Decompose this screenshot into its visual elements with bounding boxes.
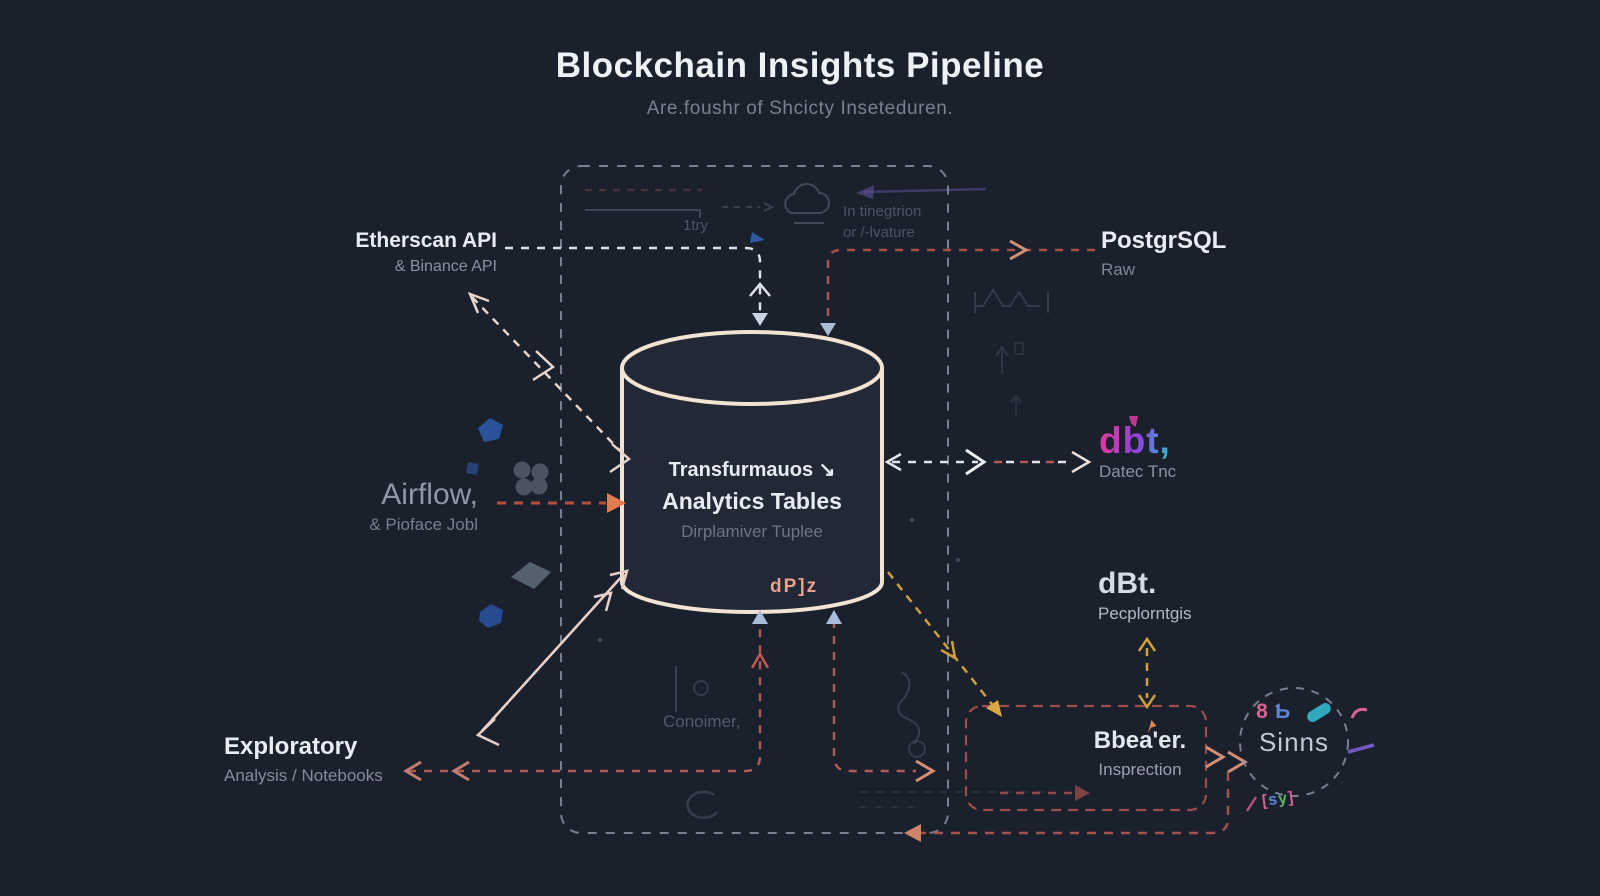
header: Blockchain Insights Pipeline Are.foushr … bbox=[0, 46, 1600, 120]
airflow-sublabel: & Pioface Jobl bbox=[369, 515, 478, 534]
blue-cube-icon bbox=[479, 604, 503, 628]
node-airflow: Airflow, & Pioface Jobl bbox=[258, 478, 478, 535]
dbt-dbeaver-arrow bbox=[1137, 636, 1157, 710]
purple-arrow-icon bbox=[863, 187, 987, 194]
orange-tick-icon bbox=[1147, 720, 1157, 733]
ghost-decorations bbox=[466, 183, 1050, 820]
sinns-circle bbox=[1239, 687, 1375, 812]
node-postgresql: PostgrSQL Raw bbox=[1101, 227, 1226, 280]
cylinder-line1: Transfurmauos ↘ bbox=[668, 459, 836, 481]
dbt-flow-arrow bbox=[884, 448, 1092, 476]
node-etherscan-api: Etherscan API & Binance API bbox=[250, 229, 497, 276]
cyan-capsule-icon bbox=[1304, 700, 1333, 724]
page-title: Blockchain Insights Pipeline bbox=[555, 46, 1045, 85]
exploratory-sublabel: Analysis / Notebooks bbox=[224, 766, 383, 785]
cylinder-dbeaver-arrow bbox=[887, 571, 1002, 717]
cylinder-text: Transfurmauos ↘ Analytics Tables Dirplam… bbox=[602, 457, 902, 542]
postgresql-sublabel: Raw bbox=[1101, 260, 1136, 279]
pinwheel-icon bbox=[513, 461, 549, 496]
dbt-text-sublabel: Pecplorntgis bbox=[1098, 604, 1192, 623]
etherscan-flow-arrow bbox=[505, 246, 771, 326]
chart-peaks-icon bbox=[974, 288, 1049, 313]
node-dbeaver: Bbea'er. Insprection bbox=[1040, 720, 1240, 780]
dbt-text-label: dBt. bbox=[1098, 567, 1157, 600]
dbt-logo-sublabel: Datec Tnc bbox=[1099, 462, 1177, 481]
dbeaver-loop-arrow bbox=[904, 745, 1248, 842]
node-exploratory: Exploratory Analysis / Notebooks bbox=[224, 733, 383, 786]
postgresql-label: PostgrSQL bbox=[1101, 227, 1227, 254]
dbeaver-inner-arrow bbox=[1000, 785, 1090, 801]
ghost-integration-label: In tinegtrion or /-lvature bbox=[843, 203, 922, 241]
consumer-feedback-arrows bbox=[403, 610, 936, 783]
sinns-glyph-row: 8 Ƅ bbox=[1234, 700, 1354, 724]
explore-diagonal-arrow bbox=[475, 569, 629, 747]
airflow-flow-arrow bbox=[497, 493, 626, 513]
sinns-label: Sinns bbox=[1258, 727, 1330, 757]
purple-dash-icon bbox=[1347, 743, 1375, 754]
dbeaver-sublabel: Insprection bbox=[1098, 760, 1182, 779]
sinns-glyph-blue: Ƅ bbox=[1275, 700, 1291, 723]
ghost-try-label: 1try bbox=[683, 217, 709, 234]
cylinder-line2: Analytics Tables bbox=[662, 488, 842, 514]
node-dbt-logo: dbt, Datec Tnc bbox=[1099, 416, 1177, 482]
source-diagonal-arrow bbox=[467, 291, 632, 474]
airflow-label: Airflow, bbox=[381, 478, 478, 511]
dbeaver-box bbox=[964, 704, 1208, 812]
blue-gem-icon bbox=[478, 418, 503, 442]
ghost-consumer-label: Conoimer, bbox=[663, 712, 741, 731]
etherscan-label: Etherscan API bbox=[355, 229, 497, 252]
node-dbt-text: dBt. Pecplorntgis bbox=[1098, 567, 1192, 624]
page-subtitle: Are.foushr of Shcicty Inseteduren. bbox=[646, 98, 954, 119]
postgres-flow-arrow bbox=[820, 239, 1098, 336]
database-cylinder bbox=[620, 330, 884, 614]
cloud-icon bbox=[784, 183, 830, 214]
cylinder-line3: Dirplamiver Tuplee bbox=[681, 522, 823, 541]
pink-hook-icon bbox=[1350, 707, 1368, 719]
blue-plane-icon bbox=[750, 232, 765, 243]
node-sinns: 8 Ƅ Sinns bbox=[1234, 700, 1354, 758]
cylinder-glyph: dP]z bbox=[770, 576, 819, 597]
etherscan-sublabel: & Binance API bbox=[394, 258, 497, 275]
exploratory-label: Exploratory bbox=[224, 733, 358, 760]
dbt-logo-label: dbt, bbox=[1099, 420, 1171, 461]
dbeaver-label: Bbea'er. bbox=[1094, 720, 1186, 755]
pipeline-boundary bbox=[560, 165, 949, 834]
diamond-icon bbox=[511, 562, 551, 589]
sinns-glyph-pink: 8 bbox=[1256, 700, 1268, 723]
dbt-flag-icon bbox=[1129, 416, 1138, 427]
